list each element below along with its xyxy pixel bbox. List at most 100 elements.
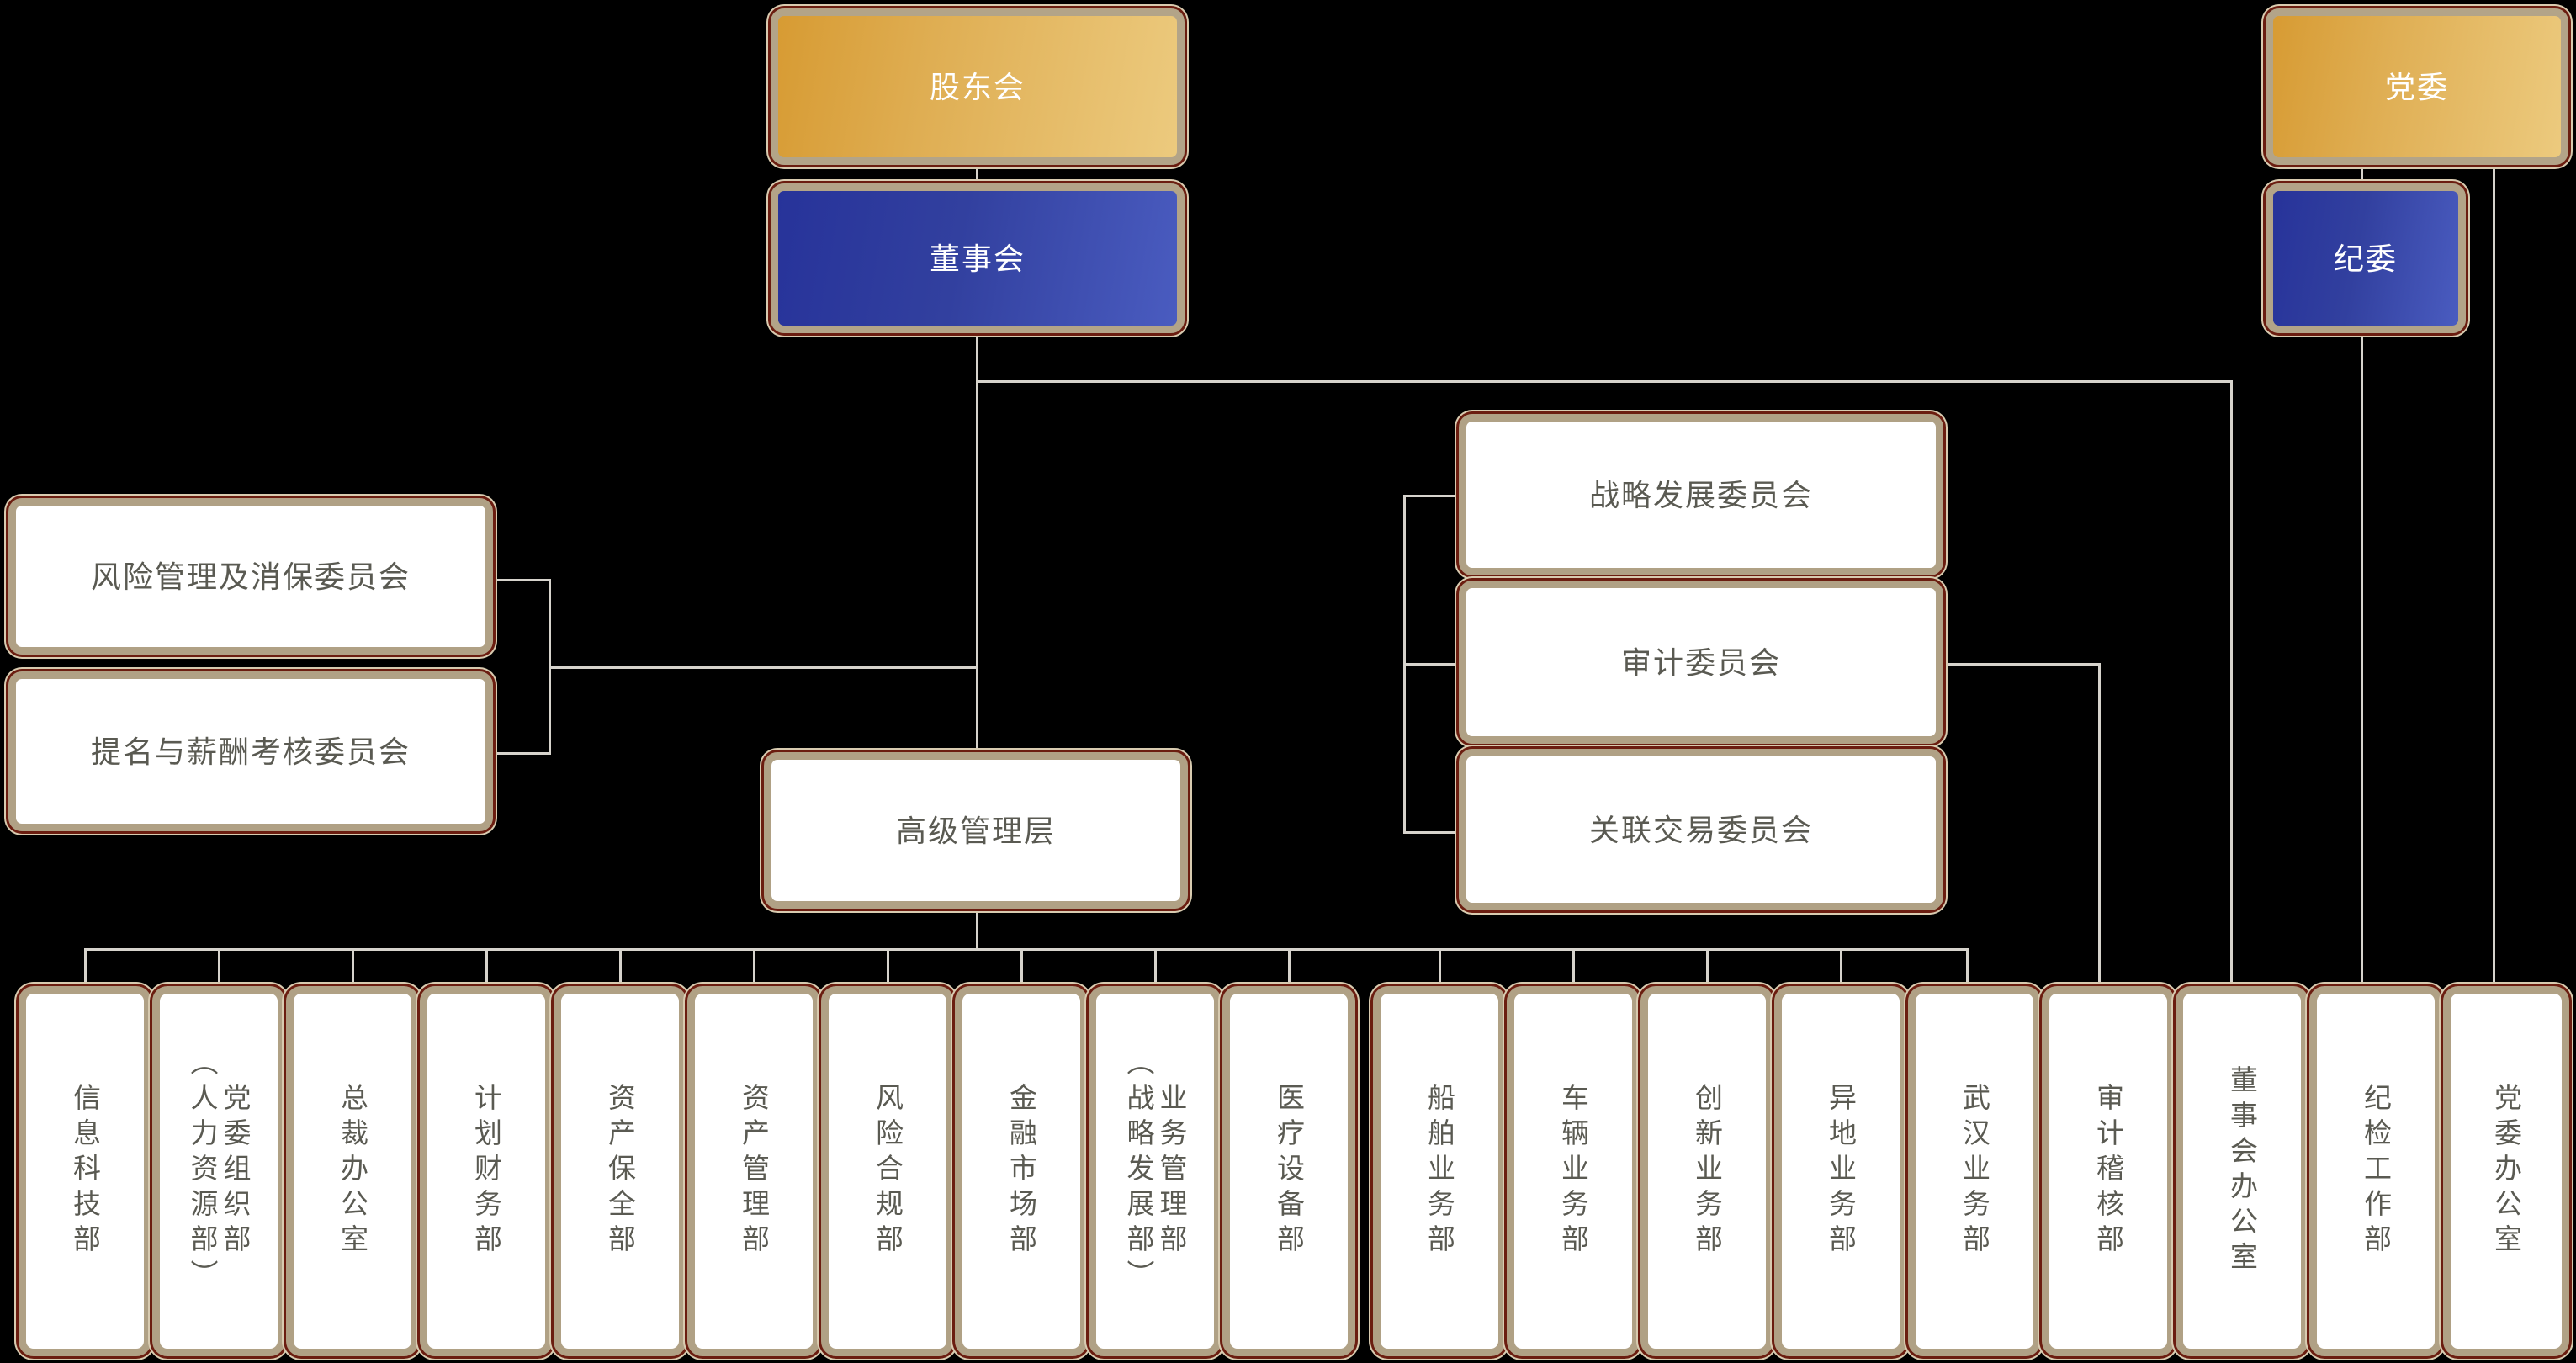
- dept-box-5[interactable]: 资产保全部: [554, 986, 686, 1356]
- node-strategy-development-committee[interactable]: 战略发展委员会: [1459, 414, 1943, 575]
- dept-8-main-label: 金融市场部: [1005, 1083, 1037, 1260]
- dept-3-main-label: 总裁办公室: [337, 1083, 368, 1260]
- dept-7-main-label: 风险合规部: [872, 1083, 904, 1260]
- dept-13-main-label: 创新业务部: [1691, 1083, 1723, 1260]
- right-committee-3-label: 关联交易委员会: [1588, 812, 1813, 847]
- connector-right-committee-1: [1403, 495, 1459, 497]
- node-related-party-transaction-committee[interactable]: 关联交易委员会: [1459, 749, 1943, 910]
- dept-15-main-label: 武汉业务部: [1959, 1083, 1990, 1260]
- connector-drop-dept-2: [218, 948, 220, 986]
- dept-box-4[interactable]: 计划财务部: [420, 986, 553, 1356]
- dept-box-7[interactable]: 风险合规部: [821, 986, 954, 1356]
- connector-drop-dept-11: [1439, 948, 1441, 986]
- dept-14-main-label: 异地业务部: [1825, 1083, 1857, 1260]
- left-committee-2-label: 提名与薪酬考核委员会: [90, 734, 411, 769]
- dept-box-12[interactable]: 车辆业务部: [1507, 986, 1640, 1356]
- dept-12-columns: 车辆业务部: [1557, 989, 1589, 1354]
- dept-box-15[interactable]: 武汉业务部: [1908, 986, 2041, 1356]
- dept-6-main-label: 资产管理部: [738, 1083, 770, 1260]
- node-board-of-directors[interactable]: 董事会: [771, 183, 1185, 333]
- dept-15-columns: 武汉业务部: [1959, 989, 1990, 1354]
- dept-box-6[interactable]: 资产管理部: [687, 986, 820, 1356]
- dept-2-columns: 党委组织部 （人力资源部）: [187, 989, 251, 1354]
- dept-box-14[interactable]: 异地业务部: [1774, 986, 1907, 1356]
- connector-audit-committee-right: [1943, 663, 2100, 666]
- connector-drop-dept-15: [1966, 948, 1969, 986]
- connector-left-committee-2: [485, 752, 550, 755]
- dept-box-10[interactable]: 医疗设备部: [1222, 986, 1355, 1356]
- dept-16-main-label: 审计稽核部: [2092, 1083, 2124, 1260]
- connector-drop-dept-7: [887, 948, 889, 986]
- connector-drop-dept-13: [1706, 948, 1709, 986]
- right-committee-2-label: 审计委员会: [1620, 644, 1781, 680]
- dept-box-18[interactable]: 纪检工作部: [2309, 986, 2442, 1356]
- connector-drop-dept-12: [1572, 948, 1575, 986]
- connector-left-committee-1: [485, 579, 550, 581]
- dept-2-sub-label: （人力资源部）: [187, 1047, 218, 1295]
- connector-drop-dept-4: [485, 948, 488, 986]
- dept-3-columns: 总裁办公室: [337, 989, 368, 1354]
- dept-13-columns: 创新业务部: [1691, 989, 1723, 1354]
- dept-17-main-label: 董事会办公室: [2226, 1065, 2258, 1277]
- node-shareholders-label: 股东会: [929, 69, 1026, 104]
- dept-box-8[interactable]: 金融市场部: [955, 986, 1088, 1356]
- dept-box-3[interactable]: 总裁办公室: [286, 986, 419, 1356]
- connector-drop-dept-5: [619, 948, 622, 986]
- connector-left-committees-to-board: [549, 666, 978, 669]
- dept-9-sub-label: （战略发展部）: [1123, 1047, 1154, 1295]
- connector-drop-dept-1: [84, 948, 87, 986]
- connector-drop-dept-10: [1288, 948, 1291, 986]
- connector-board-bus-right: [976, 380, 2233, 383]
- dept-8-columns: 金融市场部: [1005, 989, 1037, 1354]
- dept-4-columns: 计划财务部: [470, 989, 502, 1354]
- dept-18-main-label: 纪检工作部: [2360, 1083, 2392, 1260]
- dept-11-columns: 船舶业务部: [1423, 989, 1455, 1354]
- node-discipline-committee[interactable]: 纪委: [2266, 183, 2466, 333]
- dept-11-main-label: 船舶业务部: [1423, 1083, 1455, 1260]
- dept-box-19[interactable]: 党委办公室: [2443, 986, 2569, 1356]
- dept-6-columns: 资产管理部: [738, 989, 770, 1354]
- node-risk-consumer-protection-committee[interactable]: 风险管理及消保委员会: [8, 498, 493, 655]
- dept-19-main-label: 党委办公室: [2490, 1083, 2522, 1260]
- dept-box-16[interactable]: 审计稽核部: [2042, 986, 2175, 1356]
- dept-9-main-label: 业务管理部: [1156, 1083, 1187, 1260]
- dept-2-main-label: 党委组织部: [220, 1083, 251, 1260]
- dept-12-main-label: 车辆业务部: [1557, 1083, 1589, 1260]
- dept-10-main-label: 医疗设备部: [1273, 1083, 1305, 1260]
- connector-discipline-spine: [2361, 168, 2363, 983]
- left-committee-1-label: 风险管理及消保委员会: [90, 559, 411, 594]
- node-audit-committee[interactable]: 审计委员会: [1459, 581, 1943, 744]
- dept-box-17[interactable]: 董事会办公室: [2176, 986, 2308, 1356]
- connector-right-committees-to-mgmt: [1403, 663, 1459, 666]
- connector-mgmt-to-bus: [976, 902, 978, 951]
- dept-14-columns: 异地业务部: [1825, 989, 1857, 1354]
- node-party-committee[interactable]: 党委: [2266, 8, 2568, 165]
- dept-5-main-label: 资产保全部: [604, 1083, 636, 1260]
- dept-box-9[interactable]: 业务管理部 （战略发展部）: [1089, 986, 1222, 1356]
- connector-drop-dept-8: [1020, 948, 1023, 986]
- node-shareholders[interactable]: 股东会: [771, 8, 1185, 165]
- node-party-committee-label: 党委: [2384, 69, 2449, 104]
- right-committee-1-label: 战略发展委员会: [1588, 477, 1813, 512]
- dept-box-2[interactable]: 党委组织部 （人力资源部）: [152, 986, 285, 1356]
- connector-board-spine: [976, 168, 978, 771]
- dept-16-columns: 审计稽核部: [2092, 989, 2124, 1354]
- dept-box-13[interactable]: 创新业务部: [1640, 986, 1773, 1356]
- connector-drop-dept-6: [753, 948, 755, 986]
- connector-bus-to-board-office: [2230, 380, 2233, 983]
- connector-party-spine: [2493, 81, 2495, 983]
- dept-box-1[interactable]: 信息科技部: [19, 986, 151, 1356]
- node-discipline-committee-label: 纪委: [2333, 241, 2398, 276]
- connector-audit-to-audit-dept: [2098, 663, 2101, 983]
- dept-18-columns: 纪检工作部: [2360, 989, 2392, 1354]
- dept-10-columns: 医疗设备部: [1273, 989, 1305, 1354]
- dept-1-columns: 信息科技部: [70, 989, 101, 1354]
- connector-drop-dept-14: [1840, 948, 1842, 986]
- node-nomination-remuneration-committee[interactable]: 提名与薪酬考核委员会: [8, 671, 493, 831]
- dept-19-columns: 党委办公室: [2490, 989, 2522, 1354]
- node-senior-management[interactable]: 高级管理层: [764, 752, 1188, 909]
- dept-5-columns: 资产保全部: [604, 989, 636, 1354]
- dept-4-main-label: 计划财务部: [470, 1083, 502, 1260]
- dept-box-11[interactable]: 船舶业务部: [1373, 986, 1506, 1356]
